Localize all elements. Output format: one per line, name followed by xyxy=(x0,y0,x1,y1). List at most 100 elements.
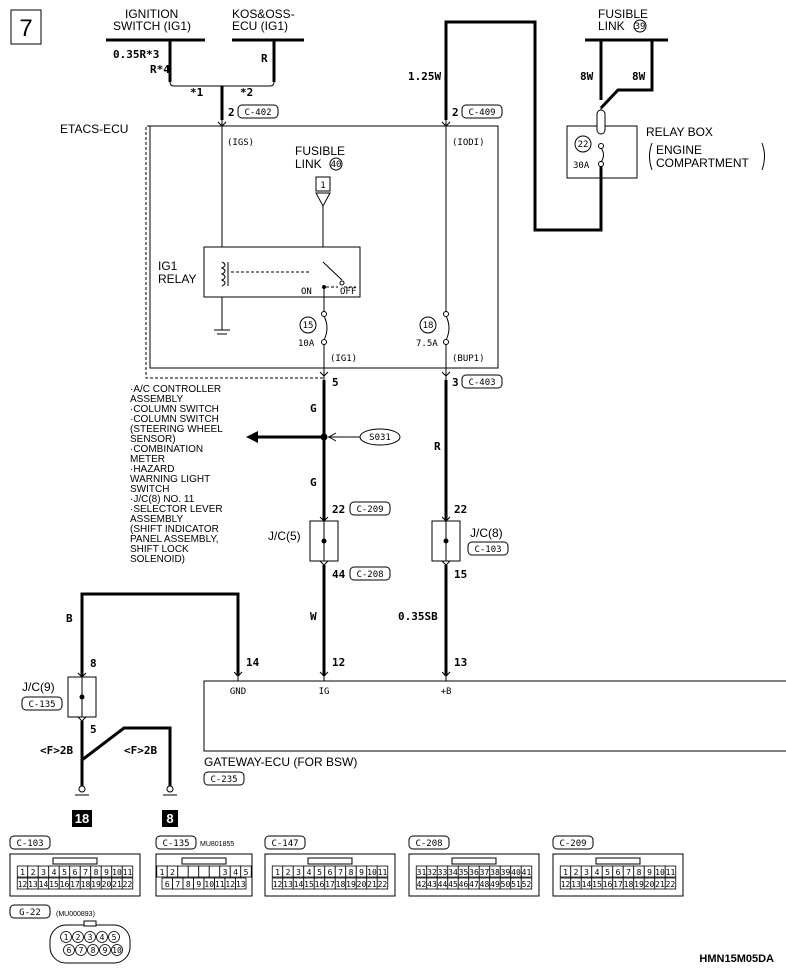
connector-c208-tag xyxy=(408,835,450,850)
wire-035r-label: 0.35R*3 xyxy=(113,48,159,61)
option-bracket xyxy=(169,81,275,87)
connector-c135-lock xyxy=(181,857,227,865)
c209-label: C-209 xyxy=(356,505,383,515)
c409-pin: 2 xyxy=(452,106,459,119)
connector-c103-pin: 14 xyxy=(39,880,49,889)
connector-c209-pin: 7 xyxy=(626,868,631,877)
connector-c135-pin-cell xyxy=(235,877,247,890)
kos-ecu-label-line1: KOS&OSS- xyxy=(232,7,295,21)
c135-label: C-135 xyxy=(28,700,55,710)
connector-c135-pin: 7 xyxy=(175,880,180,889)
connector-c208-pin: 50 xyxy=(501,880,511,889)
connector-c135-pin: 9 xyxy=(196,880,201,889)
connector-g22-pin: 7 xyxy=(79,946,84,955)
connector-c135-pin: 1 xyxy=(160,868,165,877)
connector-c147-pin: 8 xyxy=(349,868,354,877)
splice-branch-arrow xyxy=(246,431,258,443)
relay-box-sub-line2: COMPARTMENT xyxy=(656,156,750,170)
connector-c103-pin: 5 xyxy=(62,868,67,877)
diagram-code: HMN15M05DA xyxy=(699,953,774,965)
relay-box-label: RELAY BOX xyxy=(646,125,713,139)
connector-c208-pin: 37 xyxy=(480,868,490,877)
connector-c147-pin: 22 xyxy=(378,880,388,889)
star2-label: *2 xyxy=(240,86,253,99)
connector-c209-pin: 20 xyxy=(645,880,655,889)
jc8-bottom-arrow xyxy=(441,560,451,566)
iodi-term: (IODI) xyxy=(452,138,485,148)
connector-c208-pin: 34 xyxy=(448,868,458,877)
connector-c147-pin: 3 xyxy=(296,868,301,877)
connector-c147-pin: 4 xyxy=(307,868,312,877)
connector-g22-pin-cell xyxy=(72,931,84,943)
c402-label: C-402 xyxy=(244,108,271,118)
fuse15-num: 15 xyxy=(303,321,314,331)
relay-fuse-dot-a xyxy=(598,143,604,149)
jc5-pin-bottom: 44 xyxy=(332,568,346,581)
component-list-item: ·SELECTOR LEVER xyxy=(130,504,223,515)
connector-c209-lock xyxy=(595,857,641,865)
connector-c208-pin: 51 xyxy=(511,880,521,889)
component-list-item: METER xyxy=(130,454,165,465)
connector-g22-pin: 6 xyxy=(67,946,72,955)
component-list-item: SWITCH xyxy=(130,484,169,495)
wire-r-star4-label: R*4 xyxy=(150,63,170,76)
connector-g22-pin: 1 xyxy=(64,933,69,942)
connector-c209-pin: 11 xyxy=(666,868,676,877)
connector-c135-pin-cell xyxy=(177,865,189,878)
component-list-item: ASSEMBLY xyxy=(130,514,183,525)
wire-b xyxy=(80,592,240,676)
pin5-arrow xyxy=(319,371,329,377)
connector-g22-pin: 4 xyxy=(100,933,105,942)
fuse18-element xyxy=(445,315,450,341)
fuse15-element xyxy=(323,315,328,341)
connector-c208-pin: 33 xyxy=(438,868,448,877)
connector-c208-lock xyxy=(451,857,497,865)
ground-num-b-box xyxy=(162,810,178,827)
relay-fuse-num: 22 xyxy=(578,140,589,150)
ig1-relay-line1: IG1 xyxy=(158,259,178,273)
connector-c147-lock xyxy=(307,857,353,865)
wire-125w-label: 1.25W xyxy=(408,70,441,83)
gateway-ecu-label: GATEWAY-ECU (FOR BSW) xyxy=(204,755,357,769)
connector-c103-pin: 12 xyxy=(18,880,28,889)
connector-c209-pin-cell xyxy=(664,865,677,878)
connector-c208-pin: 46 xyxy=(459,880,469,889)
connector-c147-pin: 11 xyxy=(378,868,388,877)
connector-c103-tag-label: C-103 xyxy=(16,839,43,849)
connector-c135-pin-cell xyxy=(187,865,200,878)
jc9-pin-top: 8 xyxy=(90,657,97,670)
jc8-pin-top: 22 xyxy=(454,503,467,516)
fusible-link-40-line2: LINK xyxy=(295,157,322,171)
component-list-item: (STEERING WHEEL xyxy=(130,424,223,435)
jc5-label: J/C(5) xyxy=(268,529,301,543)
c209-tag xyxy=(349,501,391,516)
connector-c147-pin: 9 xyxy=(359,868,364,877)
connector-c208-pin: 36 xyxy=(469,868,479,877)
connector-g22-body xyxy=(49,924,131,964)
connector-c208-tag-label: C-208 xyxy=(415,839,442,849)
connector-c147-tag xyxy=(264,835,306,850)
connector-c103-pin: 15 xyxy=(49,880,59,889)
etacs-dashed-outline xyxy=(145,125,324,379)
connector-g22-pin: 10 xyxy=(112,946,122,955)
jc8-label: J/C(8) xyxy=(470,526,503,540)
component-list-item: SHIFT LOCK xyxy=(130,544,189,555)
fusible-link-40-line1: FUSIBLE xyxy=(295,144,345,158)
c402-tag xyxy=(237,104,279,119)
relay-box-sub-line1: ENGINE xyxy=(656,143,702,157)
connector-c208-pin: 35 xyxy=(459,868,469,877)
component-list-item: ASSEMBLY xyxy=(130,394,183,405)
connector-c147-pin: 10 xyxy=(367,868,377,877)
connector-c208-pin: 52 xyxy=(522,880,532,889)
jc5-bottom-arrow xyxy=(319,560,329,566)
connector-c209-pin: 14 xyxy=(582,880,592,889)
ignition-switch-label-line2: SWITCH (IG1) xyxy=(113,19,191,33)
connector-c147-pin: 16 xyxy=(315,880,325,889)
component-list-item: ·COLUMN SWITCH xyxy=(130,414,219,425)
fuse15-circle xyxy=(299,316,317,334)
ground-a-terminal xyxy=(78,785,86,793)
component-list-item: ·J/C(8) NO. 11 xyxy=(130,494,195,505)
wire-035sb-label: 0.35SB xyxy=(398,610,438,623)
connector-c208-pin: 42 xyxy=(417,880,427,889)
connector-c103-pin: 20 xyxy=(102,880,112,889)
